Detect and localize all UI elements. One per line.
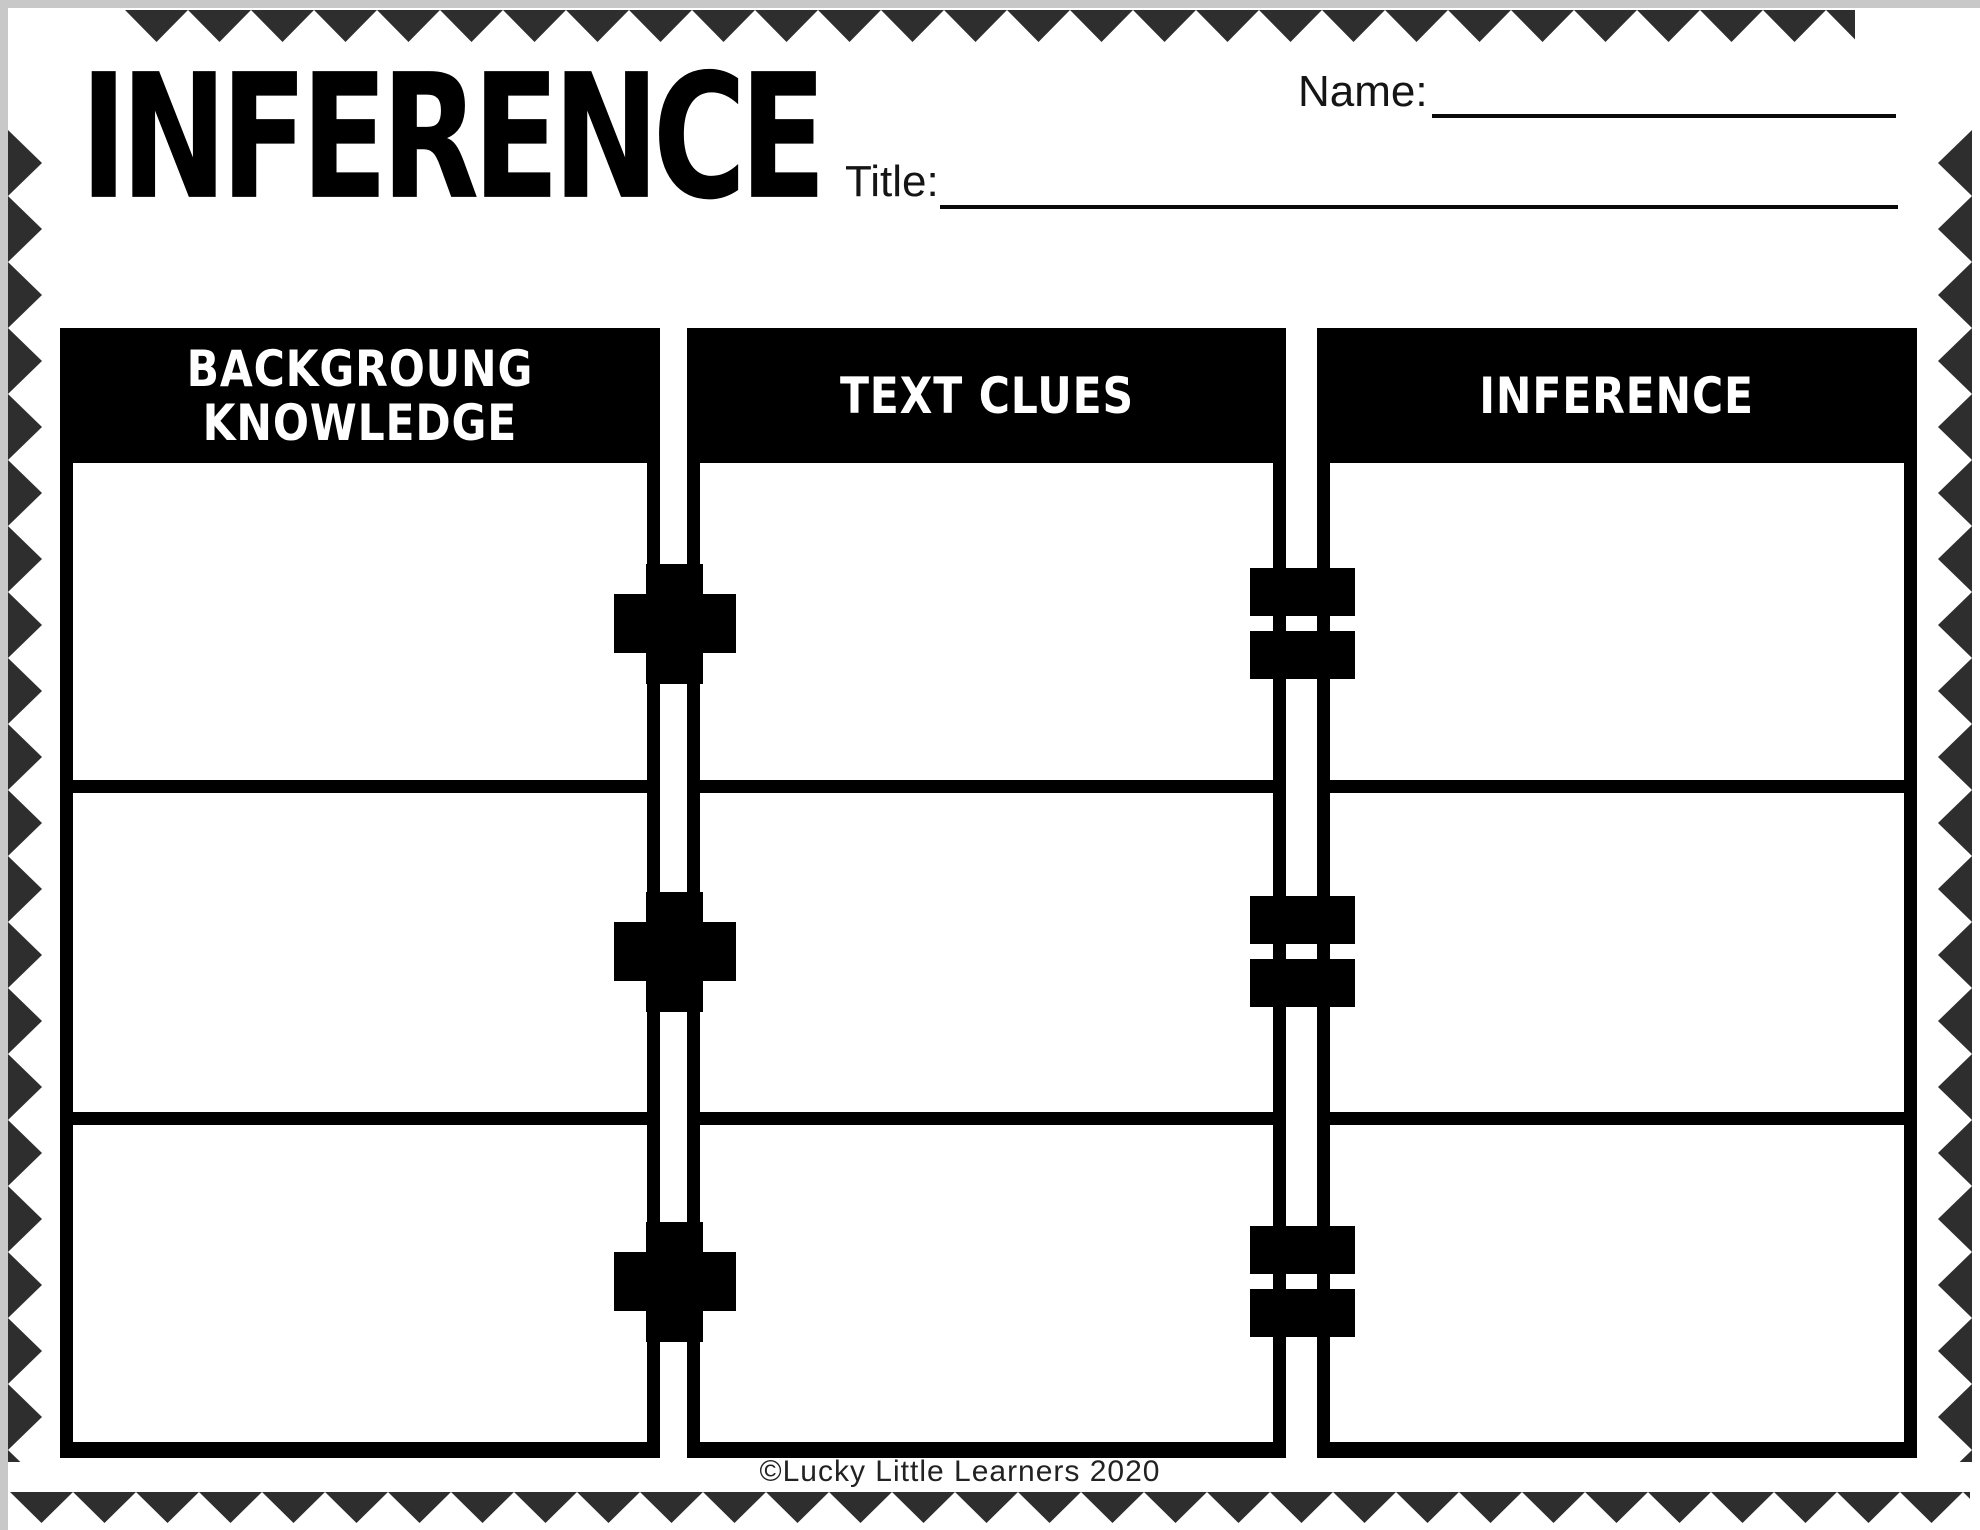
page-title: INFERENCE bbox=[80, 38, 827, 239]
header-text-wrap: TEXT CLUES bbox=[840, 369, 1134, 423]
name-blank-line[interactable] bbox=[1432, 114, 1896, 118]
row-divider bbox=[1330, 1112, 1904, 1125]
header-text-wrap: BACKGROUNG KNOWLEDGE bbox=[187, 342, 534, 450]
row-divider bbox=[73, 780, 647, 793]
zigzag-border-left-icon bbox=[8, 130, 42, 1462]
equals-icon bbox=[1250, 896, 1355, 1007]
cell-background-knowledge-row2[interactable] bbox=[73, 793, 647, 1112]
cell-background-knowledge-row1[interactable] bbox=[73, 463, 647, 780]
title-blank-line[interactable] bbox=[940, 205, 1898, 209]
row-divider bbox=[1330, 780, 1904, 793]
copyright-footer: ©Lucky Little Learners 2020 bbox=[759, 1455, 1161, 1488]
plus-icon bbox=[614, 1222, 736, 1342]
column-text-clues bbox=[687, 463, 1286, 1458]
cell-background-knowledge-row3[interactable] bbox=[73, 1125, 647, 1442]
equals-icon bbox=[1250, 1226, 1355, 1337]
title-label: Title: bbox=[845, 157, 939, 206]
cell-text-clues-row2[interactable] bbox=[700, 793, 1273, 1112]
zigzag-border-right-icon bbox=[1938, 130, 1972, 1462]
name-label: Name: bbox=[1298, 67, 1428, 116]
header-text-wrap: INFERENCE bbox=[1480, 369, 1755, 423]
row-divider bbox=[700, 1112, 1273, 1125]
zigzag-border-bottom-icon bbox=[10, 1492, 1970, 1523]
plus-icon bbox=[614, 892, 736, 1012]
column-inference bbox=[1317, 463, 1917, 1458]
cell-text-clues-row3[interactable] bbox=[700, 1125, 1273, 1442]
header-line: INFERENCE bbox=[1479, 366, 1755, 425]
cell-inference-row3[interactable] bbox=[1330, 1125, 1904, 1442]
header-line: KNOWLEDGE bbox=[202, 393, 518, 452]
cell-inference-row2[interactable] bbox=[1330, 793, 1904, 1112]
plus-icon bbox=[614, 564, 736, 684]
header-line: TEXT CLUES bbox=[839, 366, 1134, 425]
column-header-inference: INFERENCE bbox=[1317, 328, 1917, 463]
zigzag-border-top-icon bbox=[125, 10, 1855, 42]
header-line: BACKGROUNG bbox=[186, 339, 534, 398]
row-divider bbox=[700, 780, 1273, 793]
cell-text-clues-row1[interactable] bbox=[700, 463, 1273, 780]
column-background-knowledge bbox=[60, 463, 660, 1458]
row-divider bbox=[73, 1112, 647, 1125]
cell-inference-row1[interactable] bbox=[1330, 463, 1904, 780]
equals-icon bbox=[1250, 568, 1355, 679]
column-header-background-knowledge: BACKGROUNG KNOWLEDGE bbox=[60, 328, 660, 463]
column-header-text-clues: TEXT CLUES bbox=[687, 328, 1286, 463]
